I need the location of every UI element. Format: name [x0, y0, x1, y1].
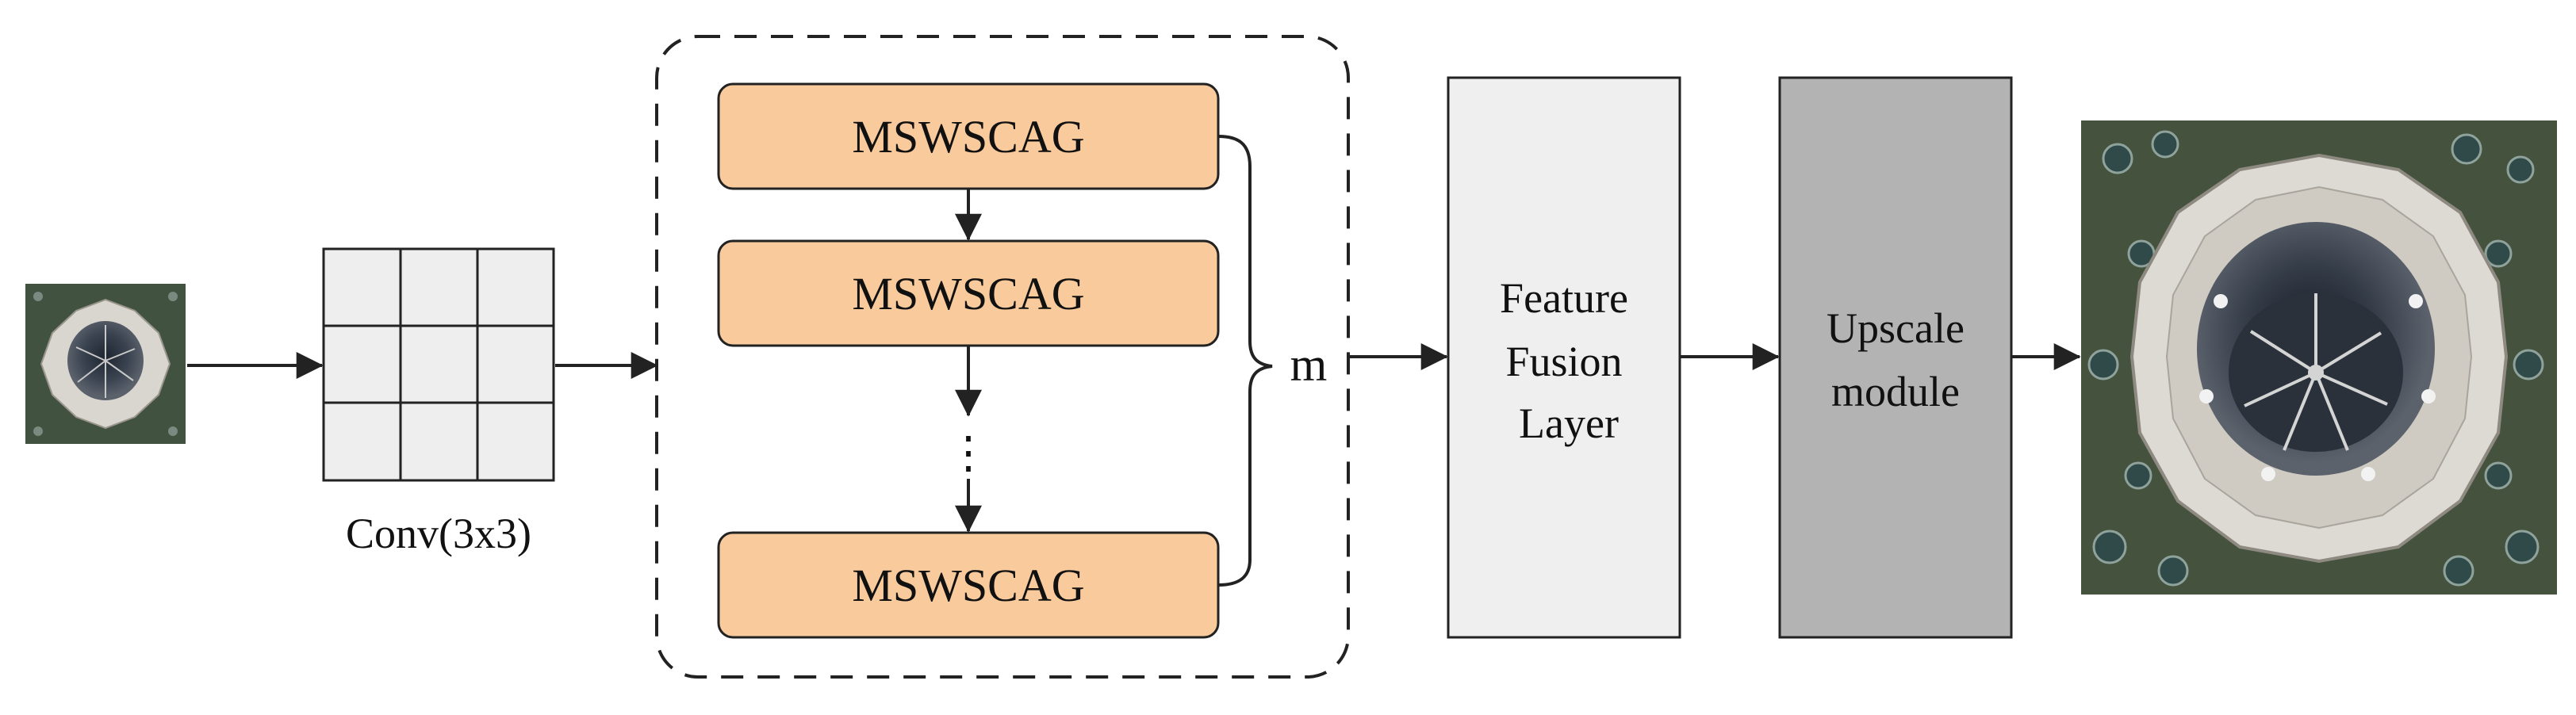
fusion-line-3: Layer [1519, 400, 1619, 447]
feature-fusion-layer: Feature Fusion Layer [1447, 76, 1681, 639]
upscale-line-1: Upscale [1827, 304, 1965, 352]
input-image [25, 284, 186, 444]
repeat-m-label: m [1290, 338, 1328, 391]
mswscag-block: MSWSCAG [717, 531, 1220, 639]
conv-grid [322, 247, 555, 482]
mswscag-label: MSWSCAG [852, 560, 1084, 611]
mswscag-block: MSWSCAG [717, 82, 1220, 190]
output-image [2081, 120, 2557, 595]
fusion-line-1: Feature [1500, 274, 1628, 322]
upscale-module: Upscale module [1778, 76, 2013, 639]
curly-brace [1217, 135, 1273, 587]
fusion-line-2: Fusion [1505, 338, 1622, 385]
conv-label: Conv(3x3) [346, 510, 531, 557]
mswscag-block: MSWSCAG [717, 239, 1220, 347]
upscale-line-2: module [1831, 368, 1960, 415]
mswscag-label: MSWSCAG [852, 268, 1084, 319]
mswscag-label: MSWSCAG [852, 111, 1084, 162]
ellipsis: ⋮ [946, 429, 991, 478]
